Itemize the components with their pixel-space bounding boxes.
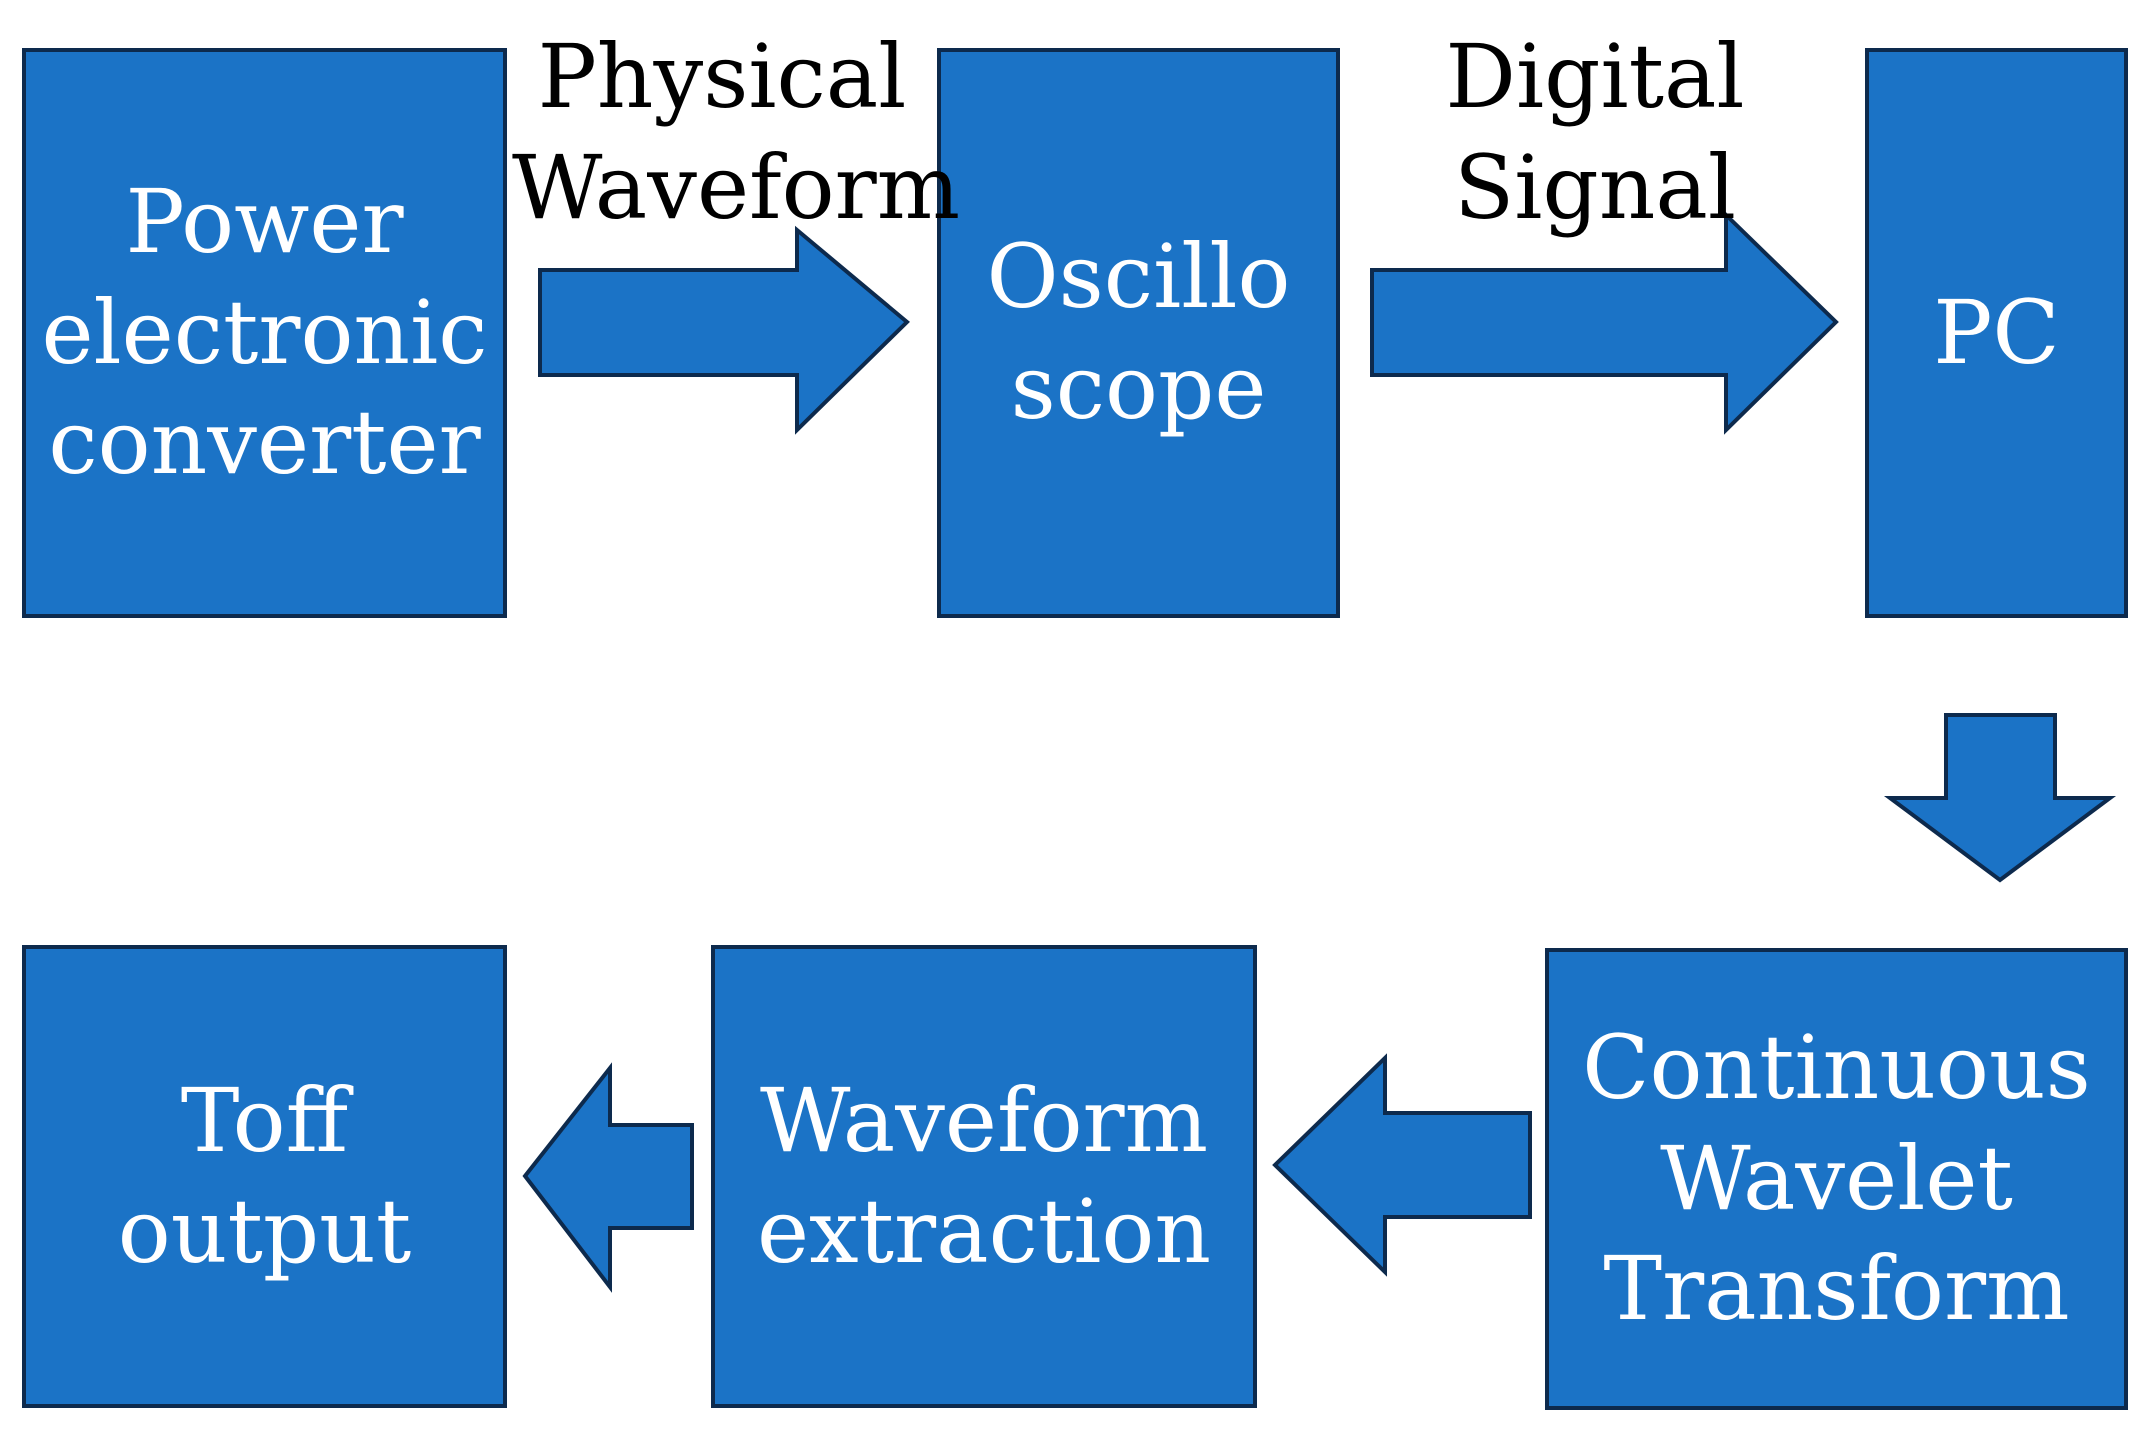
arrow-oscilloscope-to-pc [1370, 210, 1839, 435]
cwt-label: Continuous Wavelet Transform [1582, 1015, 2091, 1341]
power-converter-label: Power electronic converter [41, 169, 488, 495]
pc-box: PC [1865, 48, 2128, 618]
pc-label: PC [1933, 280, 2060, 384]
physical-waveform-label: Physical Waveform [512, 25, 961, 239]
arrow-cwt-to-waveform-extraction [1272, 1053, 1532, 1277]
arrow-waveform-extraction-to-toff [522, 1062, 694, 1293]
waveform-extraction-box: Waveform extraction [711, 945, 1257, 1408]
power-converter-box: Power electronic converter [22, 48, 507, 618]
digital-signal-label: Digital Signal [1445, 25, 1745, 239]
waveform-extraction-label: Waveform extraction [756, 1068, 1212, 1283]
cwt-box: Continuous Wavelet Transform [1545, 948, 2128, 1410]
oscilloscope-box: Oscillo scope [937, 48, 1340, 618]
oscilloscope-label: Oscillo scope [986, 225, 1291, 439]
arrow-converter-to-oscilloscope [538, 225, 910, 435]
toff-output-box: Toff output [22, 945, 507, 1408]
toff-output-label: Toff output [117, 1068, 412, 1283]
arrow-pc-to-cwt [1883, 713, 2117, 883]
